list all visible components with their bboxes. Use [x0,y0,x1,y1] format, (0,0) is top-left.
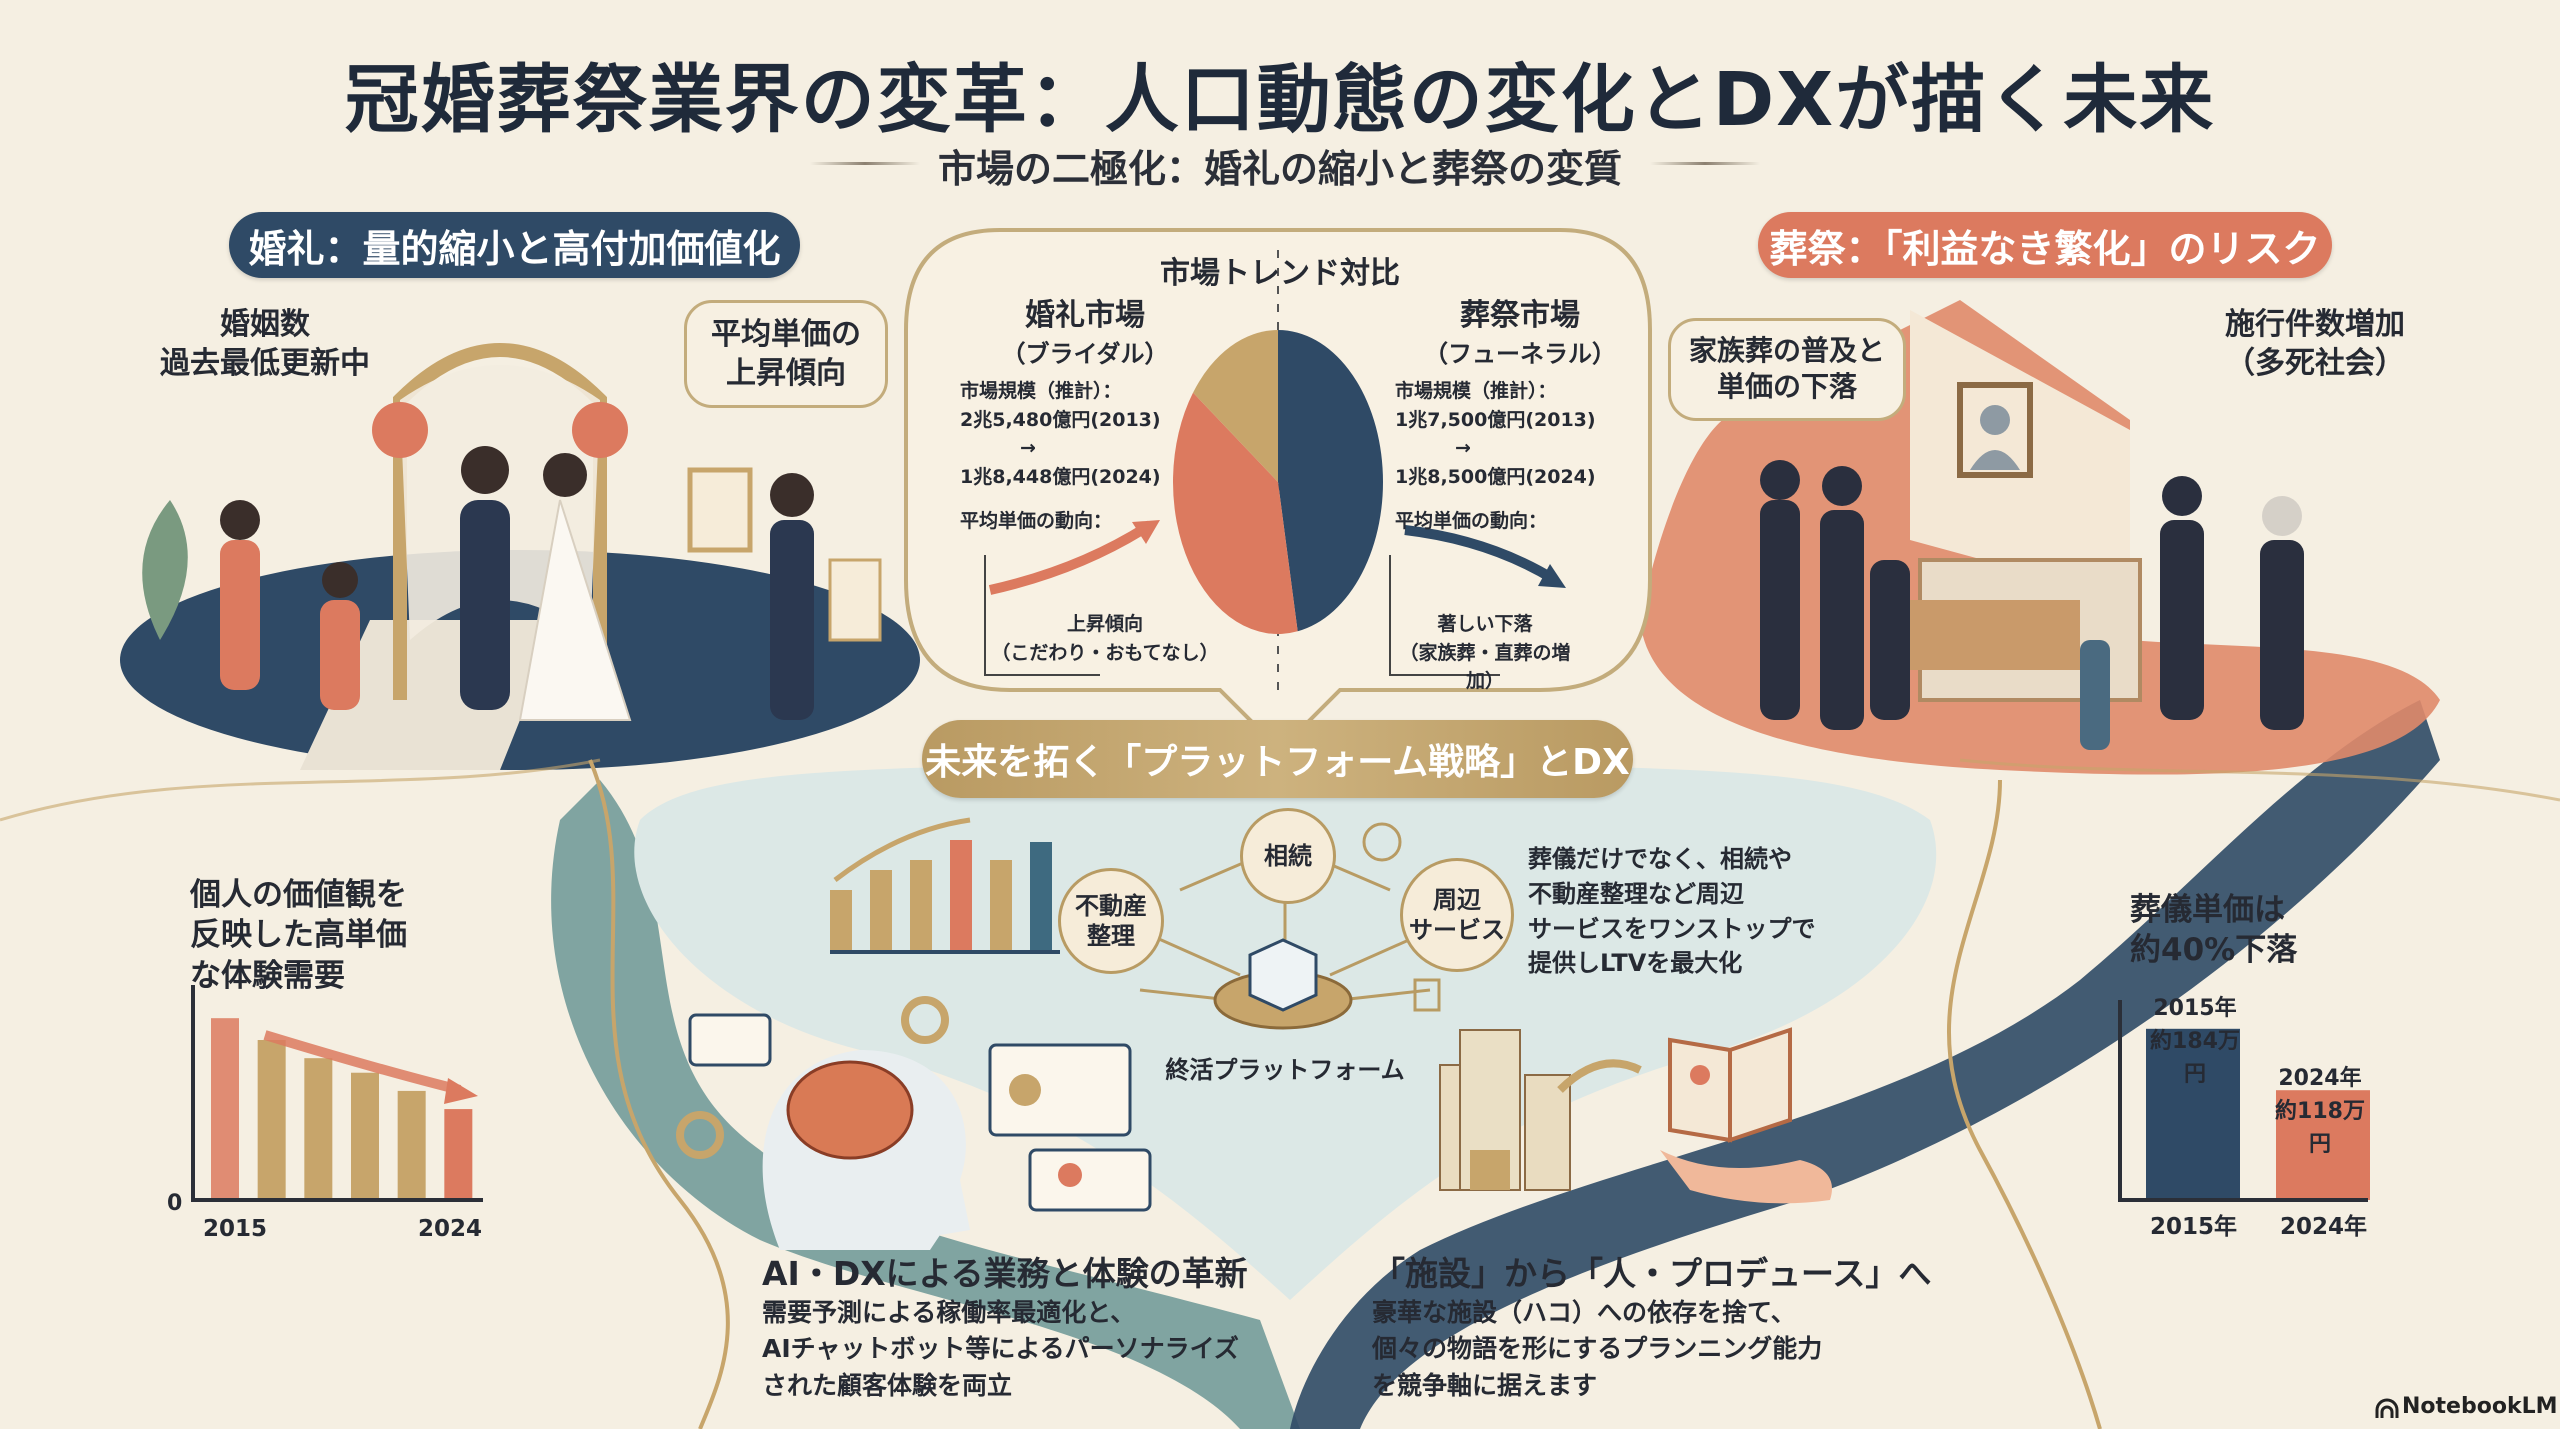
decline-arrow-icon [263,1030,462,1095]
chart-x-label-end: 2024 [418,1216,483,1242]
pie-slice-salmon [1173,392,1298,635]
pie-slice-navy [1278,330,1383,632]
gear-icon [901,996,949,1044]
notebooklm-logo-icon [2375,1398,2399,1418]
chart-zero-label: 0 [167,1191,183,1216]
produce-body: 豪華な施設（ハコ）への依存を捨て、個々の物語を形にするプランニング能力を競争軸に… [1372,1298,1823,1400]
platform-cube-icon [1248,938,1318,1012]
notebooklm-brand: NotebookLM [2402,1394,2558,1419]
wedding-arch-icon [393,343,607,700]
page-title: 冠婚葬祭業界の変革：人口動態の変化とDXが描く未来 [344,57,2216,143]
trend-title: 市場トレンド対比 [1160,256,1400,291]
funeral-price-bar-chart [2118,1000,2370,1202]
funeral-section-pill: 葬祭：「利益なき繁化」のリスク [1758,212,2332,278]
node-inheritance: 相続 [1240,808,1336,904]
wedding-price-bubble: 平均単価の上昇傾向 [684,300,888,408]
chart-axes [2118,1000,2368,1202]
chat-bubble-icon [688,1013,772,1067]
funeral-price-label: 葬儀単価は約40%下落 [2130,892,2298,969]
hand-icon [1660,1150,1832,1204]
wedding-section-pill: 婚礼：量的縮小と高付加価値化 [229,212,800,278]
browser-window-icon [988,1043,1132,1137]
subtitle-divider-left [810,162,920,165]
casket-icon [1900,600,2080,670]
building-icon [1439,1029,1571,1191]
platform-bar-chart-icon [830,817,1060,954]
document-icon [1413,978,1441,1012]
marriage-bar [304,1058,333,1200]
pie-slice-gold [1193,330,1278,482]
chat-message-icon [1028,1148,1152,1212]
bar-label-2015: 2015年約184万円 [2150,996,2240,1087]
platform-description: 葬儀だけでなく、相続や不動産整理など周辺サービスをワンストップで提供しLTVを最… [1528,845,1816,978]
plant-icon [142,500,188,640]
globe-icon [1362,822,1402,862]
bridal-market-panel: 婚礼市場 （ブライダル） 市場規模（推計）： 2兆5,480億円(2013) →… [960,298,1169,532]
river-left [551,780,1300,1429]
node-related-services: 周辺サービス [1400,858,1514,972]
x-label-2024: 2024年 [2280,1214,2368,1240]
open-book-icon [1668,1027,1792,1143]
marriage-bar [351,1072,379,1200]
cake-icon [828,558,882,642]
groom-icon [460,500,510,710]
wedding-demand-label: 個人の価値観を反映した高単価な体験需要 [190,877,407,994]
chart-x-label-start: 2015 [203,1216,268,1242]
trend-up-arrow-icon [988,520,1153,595]
gear-icon [676,1111,724,1159]
funeral-trend-label: 著しい下落（家族葬・直葬の増加） [1399,613,1571,692]
marriage-bar [257,1040,286,1200]
ai-dx-body: 需要予測による稼働率最適化と、AIチャットボット等によるパーソナライズされた顧客… [762,1298,1239,1400]
marriage-bar [397,1090,426,1200]
marriage-bar [444,1109,473,1200]
brain-icon [786,1060,914,1160]
marriage-count-label: 婚姻数過去最低更新中 [160,307,370,381]
easel-icon [687,467,753,553]
bar-label-2024: 2024年約118万円 [2275,1066,2365,1157]
platform-section-pill: 未来を拓く「プラットフォーム戦略」とDX [922,720,1633,798]
x-label-2015: 2015年 [2150,1214,2238,1240]
page-subtitle: 市場の二極化：婚礼の縮小と葬祭の変質 [937,147,1622,191]
funeral-price-bar [2276,1090,2370,1200]
bride-icon [518,499,632,721]
bridal-trend-label: 上昇傾向（こだわり・おもてなし） [991,613,1219,664]
ai-dx-heading: AI・DXによる業務と体験の革新 [762,1254,1248,1293]
marriage-bar-chart [191,985,483,1202]
chart-axes [191,985,483,1202]
marriage-bar [211,1018,239,1200]
funeral-price-bar [2146,1028,2240,1200]
funeral-market-panel: 葬祭市場 （フューネラル） 市場規模（推計）： 1兆7,500億円(2013) … [1395,298,1616,532]
trend-down-arrow-icon [1404,525,1558,585]
funeral-cases-label: 施行件数増加（多死社会） [2225,307,2405,381]
pie-chart [1173,330,1383,635]
node-real-estate: 不動産整理 [1058,868,1164,974]
produce-heading: 「施設」から「人・プロデュース」へ [1372,1254,1932,1293]
platform-center-label: 終活プラットフォーム [1165,1056,1405,1084]
subtitle-divider-right [1650,162,1760,165]
funeral-family-bubble: 家族葬の普及と単価の下落 [1668,318,1906,421]
river-right [1290,700,2440,1429]
